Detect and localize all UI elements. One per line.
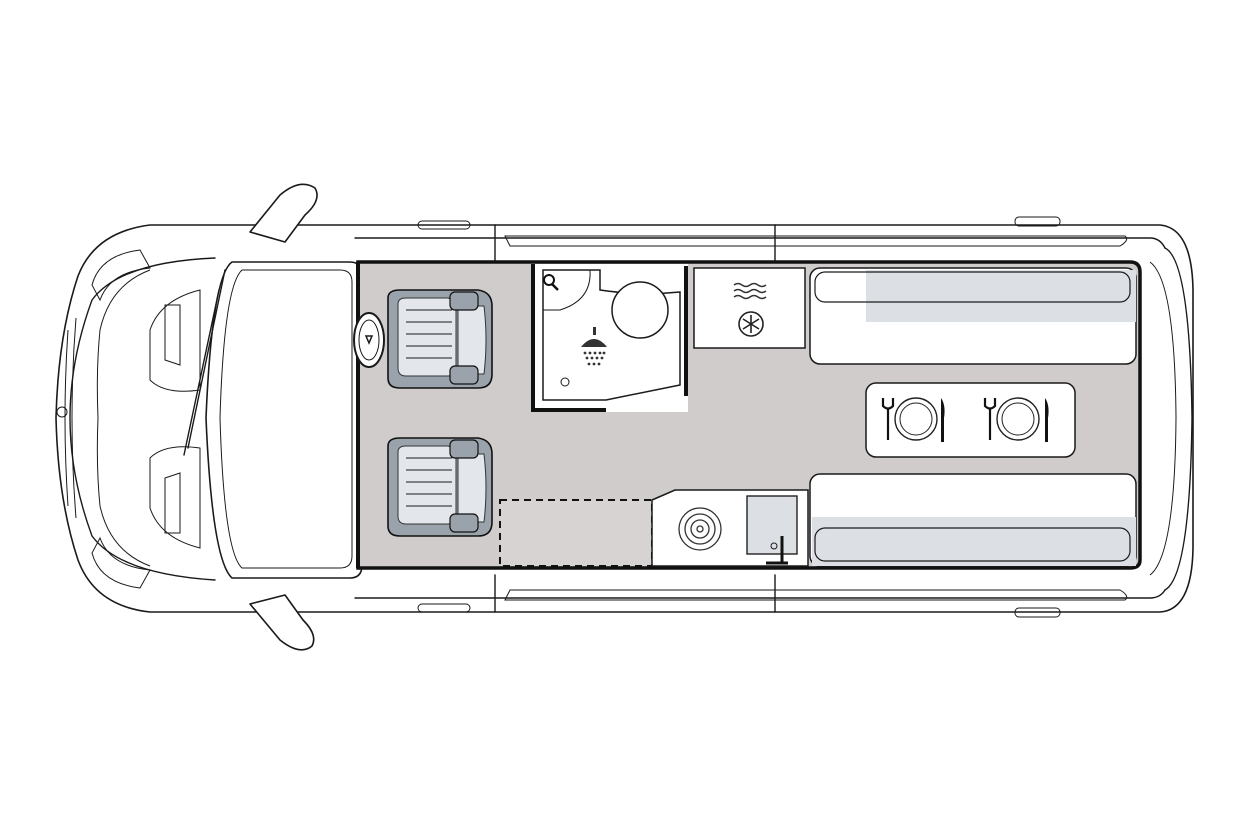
snowflake-icon [738,311,764,337]
shower-icon [581,327,607,366]
fork-icon [881,398,997,440]
knife-icon [941,398,1049,442]
toilet [611,281,669,339]
fridge [693,267,806,349]
bench-seat-bottom [809,473,1137,567]
water-icon [733,282,767,300]
washroom [531,264,688,412]
windscreen [205,261,363,579]
kitchen-unit [651,489,809,567]
storage-area [499,499,653,567]
plate-icon [894,397,1040,441]
kitchen-sink [746,495,798,555]
dining-table [865,382,1076,458]
interior [353,260,1142,570]
right-mirror [249,594,315,651]
tap-icon [766,536,788,565]
steering-wheel-icon [353,312,385,368]
faucet-icon [543,274,559,291]
hob-icon [678,507,722,551]
driver-seat [387,289,493,389]
bench-seat-top [809,267,1137,365]
left-mirror [249,183,318,243]
passenger-seat [387,437,493,537]
